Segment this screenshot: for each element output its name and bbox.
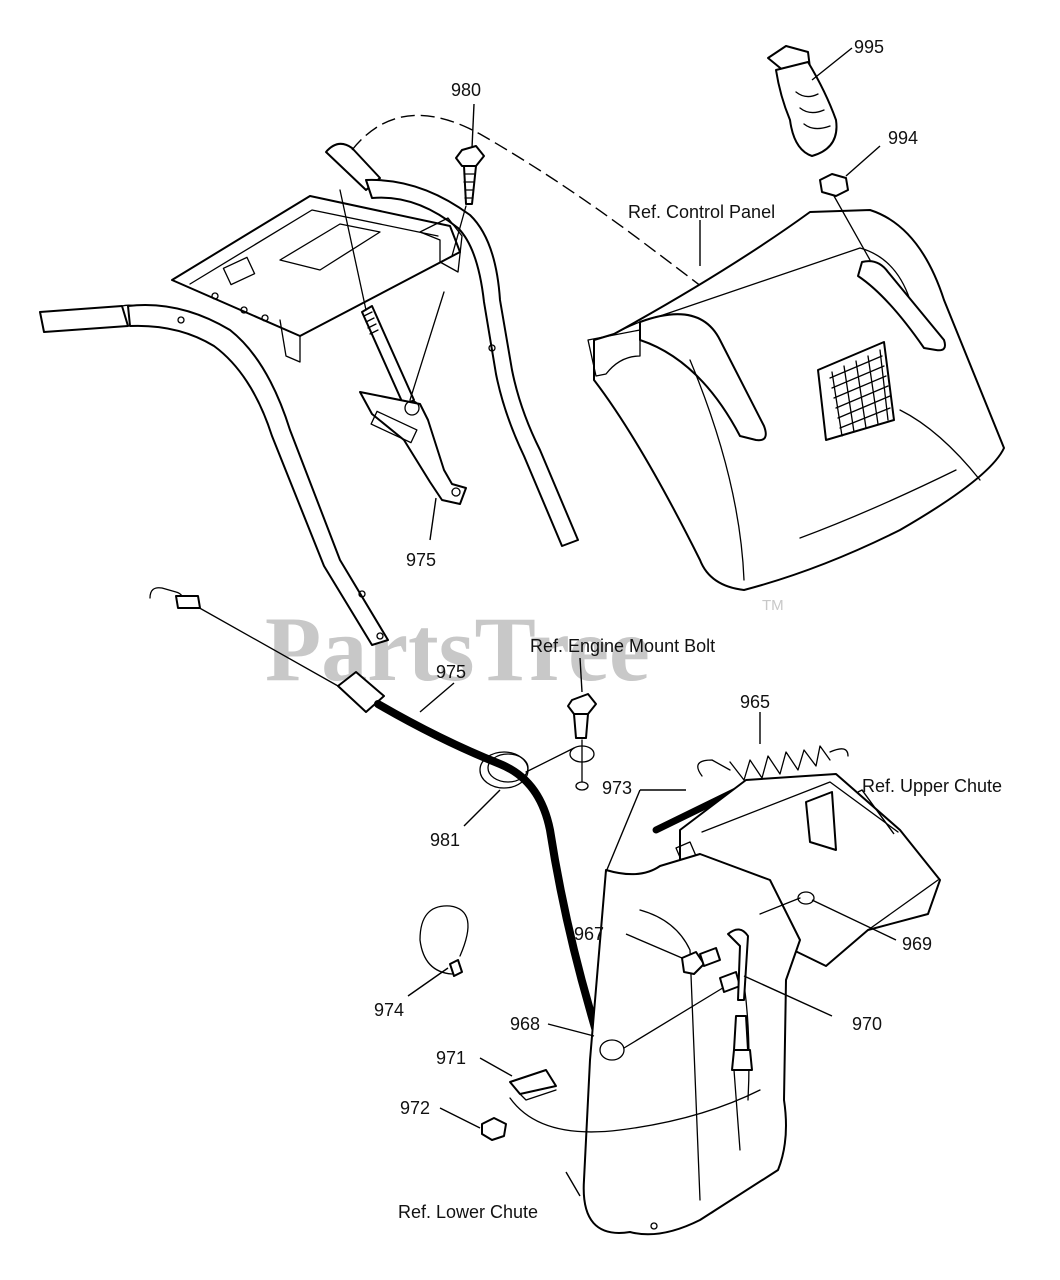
- callout-994: 994: [888, 128, 918, 148]
- retaining-ring-974: [419, 905, 469, 975]
- ref-control-panel: Ref. Control Panel: [628, 202, 775, 222]
- knob-995: [767, 45, 838, 157]
- callout-974: 974: [374, 1000, 404, 1020]
- spring-965: [697, 745, 849, 781]
- callout-967: 967: [574, 924, 604, 944]
- nut-972: [481, 1117, 507, 1141]
- callout-969: 969: [902, 934, 932, 954]
- cable-ferrule: [337, 671, 385, 713]
- cable-clip-981: [479, 747, 575, 789]
- callout-973: 973: [602, 778, 632, 798]
- callout-971: 971: [436, 1048, 466, 1068]
- callout-965: 965: [740, 692, 770, 712]
- nut-994: [819, 173, 849, 197]
- callout-975-upper: 975: [406, 550, 436, 570]
- watermark-tm: TM: [762, 597, 784, 614]
- ref-lower-chute: Ref. Lower Chute: [398, 1202, 538, 1222]
- bracket-971: [509, 1069, 557, 1095]
- callout-981: 981: [430, 830, 460, 850]
- grille: [829, 349, 891, 437]
- callout-995: 995: [854, 37, 884, 57]
- handle-assembly: [39, 142, 579, 646]
- callout-968: 968: [510, 1014, 540, 1034]
- callout-975-lower: 975: [436, 662, 466, 682]
- callout-980: 980: [451, 80, 481, 100]
- callout-970: 970: [852, 1014, 882, 1034]
- ref-upper-chute: Ref. Upper Chute: [862, 776, 1002, 796]
- callout-972: 972: [400, 1098, 430, 1118]
- control-panel: [587, 209, 1005, 591]
- ref-engine-mount-bolt: Ref. Engine Mount Bolt: [530, 636, 715, 656]
- watermark-text: PartsTree: [265, 598, 650, 700]
